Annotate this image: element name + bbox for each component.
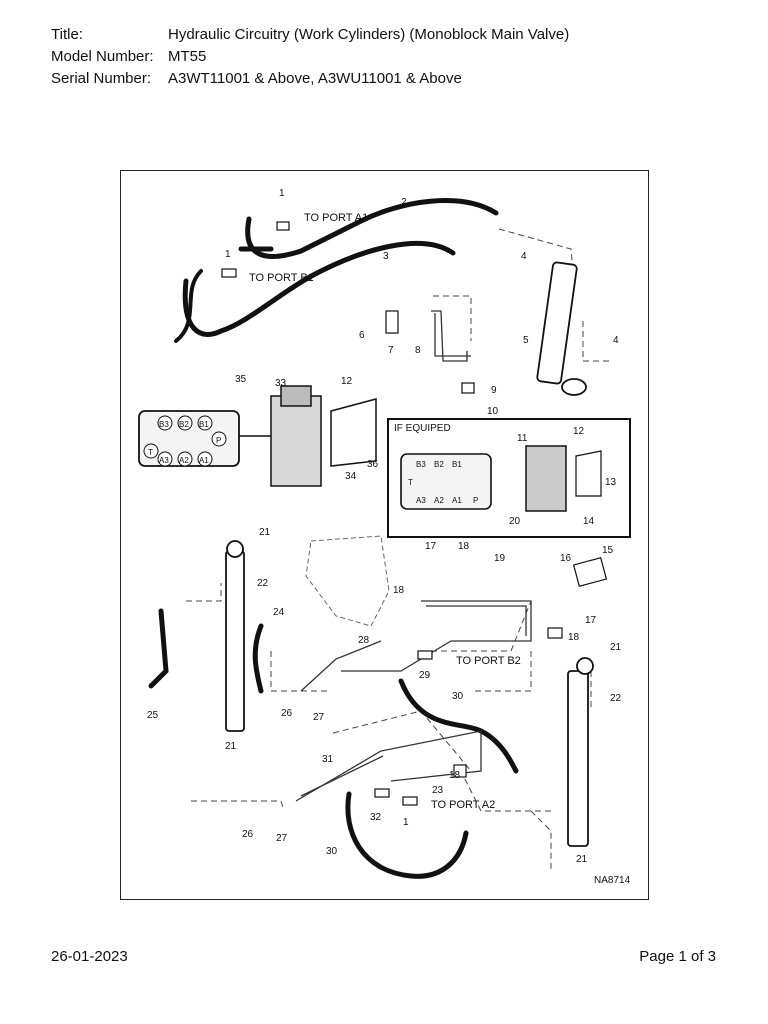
- title-value: Hydraulic Circuitry (Work Cylinders) (Mo…: [168, 26, 570, 43]
- callout-21: 21: [610, 642, 622, 653]
- callout-23: 23: [432, 785, 444, 796]
- hose-lines: [148, 198, 519, 879]
- callout-21: 21: [576, 854, 588, 865]
- callout-4: 4: [613, 335, 619, 346]
- inset-port-p: P: [473, 496, 478, 505]
- callout-30: 30: [452, 691, 464, 702]
- monoblock-valve-left: B3 B2 B1 T P A3 A2 A1: [138, 410, 240, 467]
- valve-assembly: [239, 385, 377, 487]
- callout-27: 27: [313, 712, 325, 723]
- tube-lines: [295, 310, 532, 802]
- title-row: Title: Hydraulic Circuitry (Work Cylinde…: [51, 24, 569, 46]
- fittings-and-brackets: [221, 221, 608, 806]
- title-label: Title:: [51, 26, 83, 43]
- callout-10: 10: [487, 406, 499, 417]
- callout-11: 11: [517, 433, 528, 444]
- callout-30: 30: [326, 846, 338, 857]
- inset-port-a3: A3: [416, 496, 426, 505]
- port-b2-label: B2: [179, 420, 189, 429]
- model-label: Model Number:: [51, 48, 154, 65]
- serial-row: Serial Number: A3WT11001 & Above, A3WU11…: [51, 68, 569, 90]
- port-b1-label: B1: [199, 420, 209, 429]
- callout-34: 34: [345, 471, 357, 482]
- callout-27: 27: [276, 833, 288, 844]
- serial-value: A3WT11001 & Above, A3WU11001 & Above: [168, 70, 462, 87]
- port-labels: TO PORT A1 TO PORT B1 TO PORT B2 TO PORT…: [249, 212, 521, 811]
- callout-1: 1: [225, 249, 231, 260]
- to-port-b1-label: TO PORT B1: [249, 272, 314, 284]
- callout-28: 28: [358, 635, 370, 646]
- callout-26: 26: [281, 708, 293, 719]
- callout-26: 26: [242, 829, 254, 840]
- footer-date: 26-01-2023: [51, 948, 128, 965]
- inset-port-t: T: [408, 478, 413, 487]
- inset-title: IF EQUIPED: [394, 423, 451, 434]
- callout-1: 1: [403, 817, 409, 828]
- callout-21: 21: [225, 741, 237, 752]
- callout-35: 35: [235, 374, 247, 385]
- callout-18: 18: [393, 585, 405, 596]
- callout-3: 3: [383, 251, 389, 262]
- callout-9: 9: [491, 385, 497, 396]
- callout-16: 16: [560, 553, 572, 564]
- callout-18: 18: [458, 541, 470, 552]
- serial-label: Serial Number:: [51, 70, 152, 87]
- to-port-a1-label: TO PORT A1: [304, 212, 368, 224]
- inset-port-b2: B2: [434, 460, 444, 469]
- callout-33: 33: [275, 378, 287, 389]
- callout-15: 15: [602, 545, 614, 556]
- port-b3-label: B3: [159, 420, 169, 429]
- callout-8: 8: [415, 345, 421, 356]
- callout-17: 17: [425, 541, 437, 552]
- cylinders: [225, 261, 594, 847]
- callout-14: 14: [583, 516, 595, 527]
- callout-21: 21: [259, 527, 271, 538]
- port-p-label: P: [216, 436, 221, 445]
- callout-7: 7: [388, 345, 394, 356]
- document-header: Title: Hydraulic Circuitry (Work Cylinde…: [51, 24, 569, 90]
- callout-20: 20: [509, 516, 521, 527]
- model-value: MT55: [168, 48, 207, 65]
- callout-1: 1: [279, 188, 285, 199]
- inset-port-b3: B3: [416, 460, 426, 469]
- parts-diagram-drawing: B3 B2 B1 T P A3 A2 A1 IF EQUIPED B3 B2 B…: [138, 188, 631, 886]
- callout-13: 13: [605, 477, 617, 488]
- inset-port-a1: A1: [452, 496, 462, 505]
- callout-18: 18: [568, 632, 580, 643]
- inset-port-a2: A2: [434, 496, 444, 505]
- callout-24: 24: [273, 607, 285, 618]
- model-row: Model Number: MT55: [51, 46, 569, 68]
- callout-36: 36: [367, 459, 379, 470]
- to-port-b2-label: TO PORT B2: [456, 655, 521, 667]
- callout-2: 2: [401, 197, 407, 208]
- callout-19: 19: [494, 553, 506, 564]
- callout-29: 29: [419, 670, 431, 681]
- parts-diagram: B3 B2 B1 T P A3 A2 A1 IF EQUIPED B3 B2 B…: [120, 170, 649, 900]
- callout-25: 25: [147, 710, 159, 721]
- callout-18: 18: [449, 770, 461, 781]
- inset-port-b1: B1: [452, 460, 462, 469]
- optional-valve-inset: IF EQUIPED B3 B2 B1 T A3 A2 A1 P: [387, 418, 631, 538]
- port-a3-label: A3: [159, 456, 169, 465]
- callout-12: 12: [341, 376, 353, 387]
- callout-12: 12: [573, 426, 585, 437]
- port-a1-label: A1: [199, 456, 209, 465]
- port-a2-label: A2: [179, 456, 189, 465]
- callout-32: 32: [370, 812, 382, 823]
- dashed-leader-lines: [186, 228, 611, 871]
- callout-5: 5: [523, 335, 529, 346]
- callout-31: 31: [322, 754, 334, 765]
- footer-page-number: Page 1 of 3: [639, 948, 716, 965]
- callout-numbers: 1 2 1 3 4 5 6 7 8 4 9 10 35 33 12 36 34 …: [147, 188, 622, 865]
- callout-6: 6: [359, 330, 365, 341]
- port-t-label: T: [148, 448, 153, 457]
- figure-id: NA8714: [594, 875, 631, 886]
- chassis-plate-outline: [305, 535, 390, 627]
- to-port-a2-label: TO PORT A2: [431, 799, 495, 811]
- callout-22: 22: [610, 693, 622, 704]
- callout-17: 17: [585, 615, 597, 626]
- callout-4: 4: [521, 251, 527, 262]
- callout-22: 22: [257, 578, 269, 589]
